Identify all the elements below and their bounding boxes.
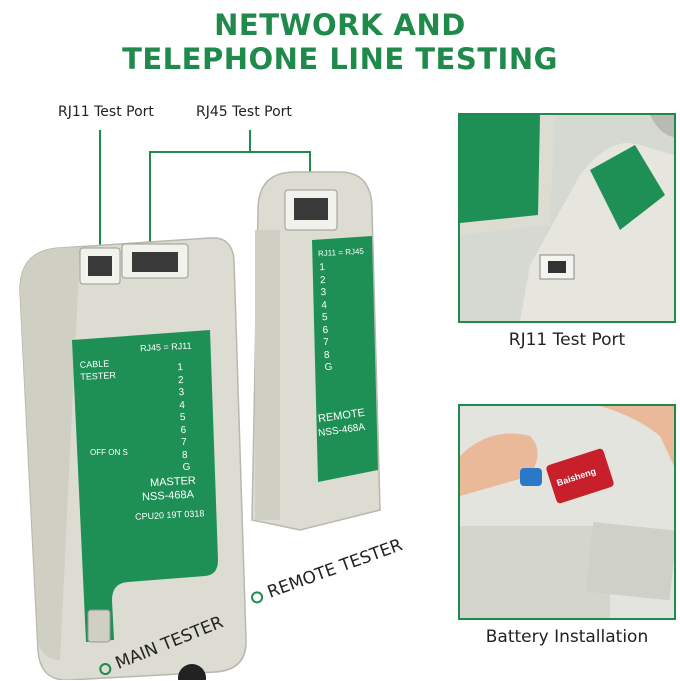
- rj11-closeup-caption: RJ11 Test Port: [508, 330, 626, 350]
- main-led-1: 1: [177, 361, 184, 374]
- rj45-callout-label: RJ45 Test Port: [196, 104, 292, 120]
- main-led-7: 7: [180, 436, 188, 449]
- remote-led-7: 7: [322, 336, 330, 349]
- bullet-icon: [249, 589, 265, 606]
- remote-led-1: 1: [319, 261, 326, 274]
- main-led-5: 5: [179, 411, 186, 424]
- main-led-2: 2: [177, 374, 184, 386]
- remote-led-4: 4: [321, 299, 328, 311]
- remote-tester-device: [251, 171, 381, 531]
- main-led-6: 6: [180, 424, 187, 436]
- page-title-line-1: NETWORK AND: [214, 8, 466, 42]
- rj11-callout-label: RJ11 Test Port: [58, 104, 154, 120]
- main-led-8: 8: [181, 449, 188, 461]
- battery-installation-photo: [460, 406, 674, 618]
- rj11-closeup-panel: [458, 113, 676, 323]
- main-tester-device: [19, 237, 247, 680]
- cable-tester-text: CABLE TESTER: [79, 358, 117, 382]
- main-led-g: G: [182, 461, 191, 474]
- remote-led-g: G: [324, 361, 333, 374]
- remote-led-2: 2: [319, 274, 326, 286]
- battery-installation-caption: Battery Installation: [485, 627, 649, 647]
- remote-led-5: 5: [321, 311, 328, 324]
- main-led-4: 4: [179, 399, 186, 411]
- page-title-line-2: TELEPHONE LINE TESTING: [122, 42, 558, 76]
- remote-led-6: 6: [322, 324, 329, 336]
- tester-illustration: [19, 130, 381, 680]
- off-on-switch-label: OFF ON S: [90, 448, 128, 457]
- remote-led-3: 3: [320, 286, 327, 299]
- battery-installation-panel: Baisheng: [458, 404, 676, 620]
- main-led-3: 3: [178, 386, 185, 399]
- rj11-closeup-photo: [460, 115, 674, 321]
- main-model-line-1: MASTER: [149, 474, 197, 490]
- remote-led-8: 8: [323, 349, 330, 361]
